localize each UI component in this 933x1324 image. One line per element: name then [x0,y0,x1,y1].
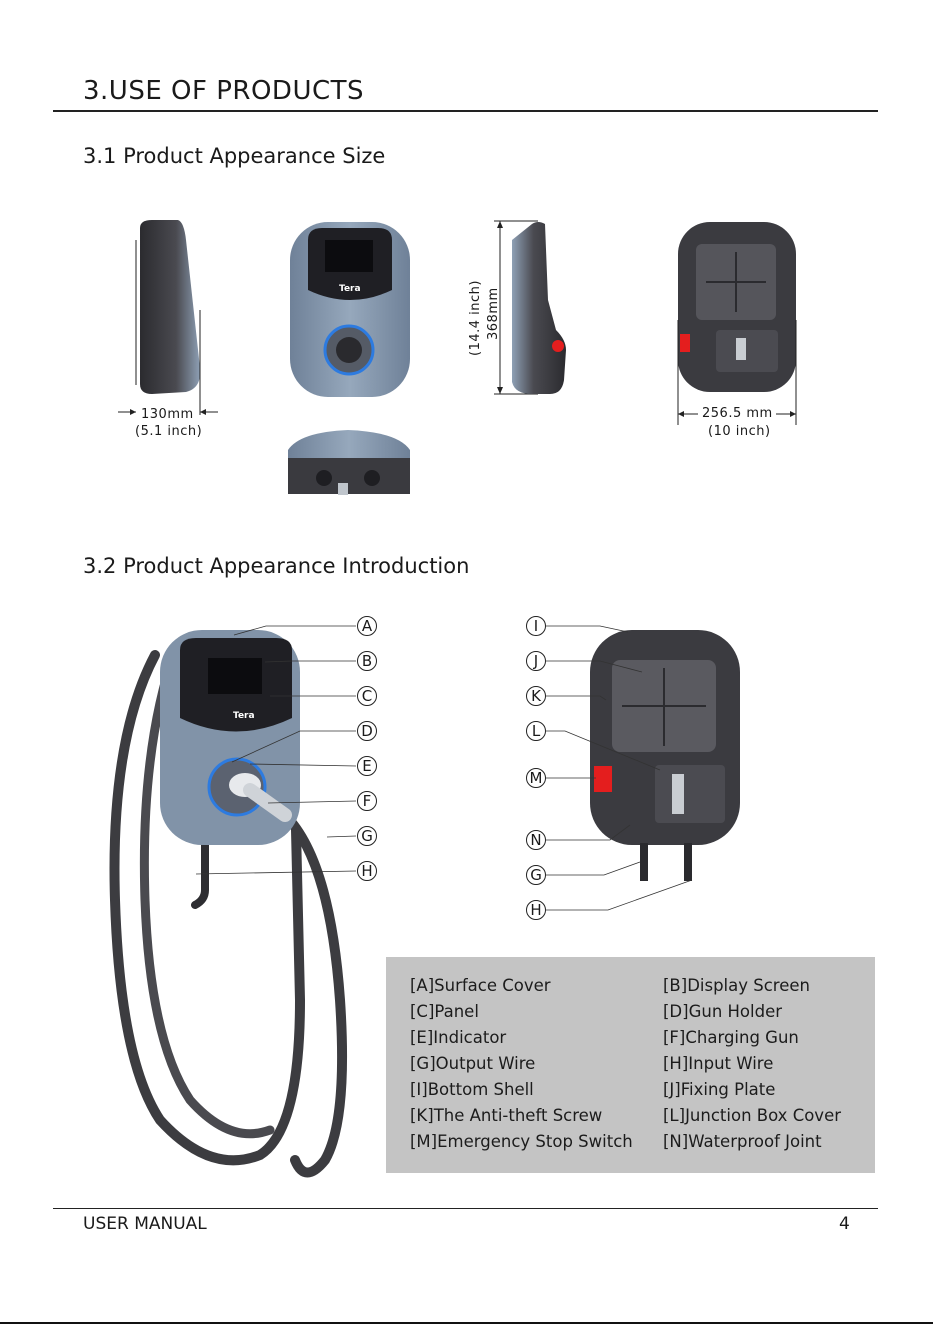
footer-title: USER MANUAL [83,1214,207,1234]
callout-back-n: N [526,830,546,850]
depth-mm-label: 130mm [141,407,194,422]
legend-item: [D]Gun Holder [663,1002,783,1021]
legend-item: [I]Bottom Shell [410,1080,534,1099]
svg-text:Tera: Tera [233,711,255,721]
legend-item: [M]Emergency Stop Switch [410,1132,633,1151]
callout-front-h: H [357,861,377,881]
width-mm-unit: mm [746,406,773,421]
callout-front-g: G [357,826,377,846]
legend-item: [F]Charging Gun [663,1028,799,1047]
callout-front-a: A [357,616,377,636]
side-view-right [494,220,566,395]
callout-front-b: B [357,651,377,671]
back-leader-lines [546,625,693,911]
callout-back-m: M [526,768,546,788]
page-number: 4 [839,1214,850,1234]
callout-front-e: E [357,756,377,776]
legend-item: [A]Surface Cover [410,976,551,995]
svg-text:Tera: Tera [339,284,361,294]
legend-item: [G]Output Wire [410,1054,536,1073]
legend-item: [K]The Anti-theft Screw [410,1106,603,1125]
legend-item: [B]Display Screen [663,976,810,995]
legend-item: [N]Waterproof Joint [663,1132,822,1151]
back-view [677,222,797,425]
callout-back-k: K [526,686,546,706]
title-rule [53,110,878,112]
back-charger-illustration [590,630,740,881]
page-edge-rule [0,1322,933,1324]
legend-item: [L]Junction Box Cover [663,1106,842,1125]
callout-front-c: C [357,686,377,706]
callout-front-f: F [357,791,377,811]
callout-back-h: H [526,900,546,920]
callout-back-i: I [526,616,546,636]
callout-front-d: D [357,721,377,741]
width-inch-label: (10 inch) [708,424,771,439]
legend-item: [E]Indicator [410,1028,507,1047]
front-charger-illustration: Tera [109,630,348,1178]
subsection-intro-title: 3.2 Product Appearance Introduction [83,554,470,578]
depth-inch-label: (5.1 inch) [135,424,203,439]
height-mm-label: 368mm [486,287,501,340]
legend-item: [J]Fixing Plate [663,1080,776,1099]
callout-back-l: L [526,721,546,741]
legend-item: [C]Panel [410,1002,479,1021]
subsection-size-title: 3.1 Product Appearance Size [83,144,386,168]
width-mm-label: 256.5 mm [702,406,773,421]
intro-diagrams: Tera [109,625,740,1178]
size-diagrams: Tera [118,220,797,495]
front-leader-lines [195,625,357,875]
callout-back-j: J [526,651,546,671]
footer-rule [53,1208,878,1209]
side-view-left [118,220,218,415]
height-inch-label: (14.4 inch) [468,280,483,356]
section-title: 3.USE OF PRODUCTS [83,76,365,106]
legend-item: [H]Input Wire [663,1054,774,1073]
width-mm-value: 256.5 [702,406,742,421]
callout-back-g: G [526,865,546,885]
parts-legend: [A]Surface Cover [B]Display Screen [C]Pa… [386,957,875,1173]
front-view: Tera [290,222,410,397]
bottom-view [288,430,410,495]
